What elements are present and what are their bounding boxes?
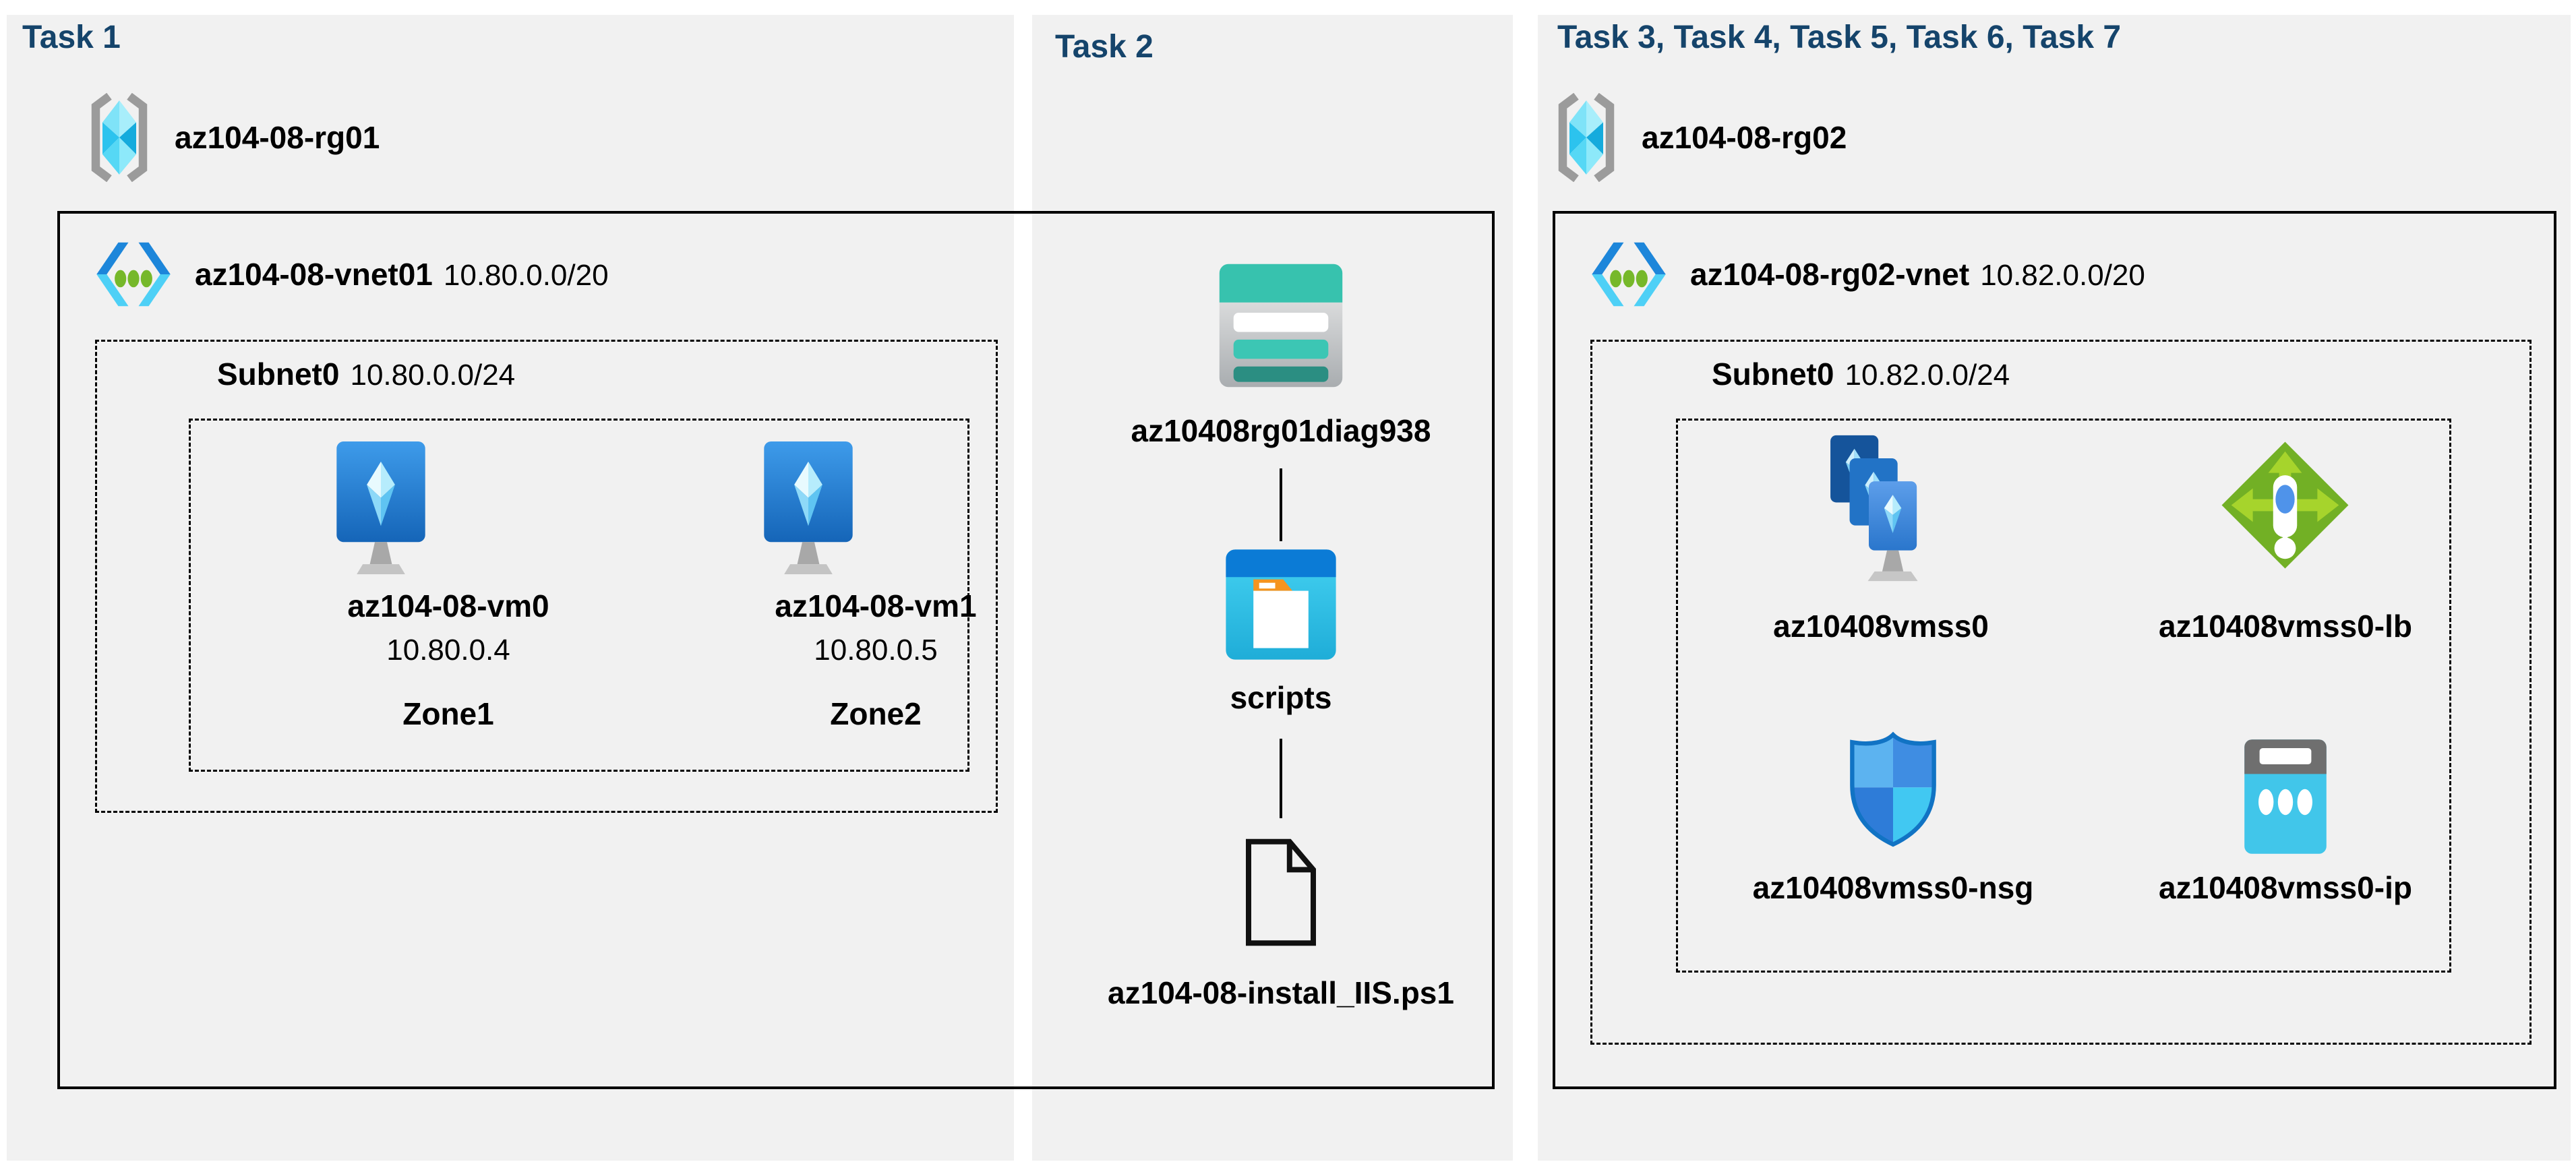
- script-file-name: az104-08-install_IIS.ps1: [1108, 975, 1454, 1010]
- nsg-name: az10408vmss0-nsg: [1752, 870, 2034, 905]
- subnet0-box-vnet02: [1590, 340, 2532, 1045]
- storage-account-name: az10408rg01diag938: [1131, 413, 1431, 448]
- container-name: scripts: [1230, 680, 1332, 715]
- storage-account-icon: [1217, 262, 1345, 390]
- panel-task3: [1538, 15, 2571, 1161]
- resource-group-icon: [1553, 92, 1620, 183]
- resource-group-icon: [86, 92, 153, 183]
- vm-zone: Zone2: [830, 696, 922, 731]
- panel-task1: [7, 15, 1014, 1161]
- resource-group-rg01: az104-08-rg01: [86, 90, 380, 185]
- vnet-cidr: 10.82.0.0/20: [1980, 259, 2145, 292]
- vnet01-boundary-box: [57, 211, 1495, 1089]
- vm-ip: 10.80.0.4: [386, 634, 510, 667]
- virtual-network-icon: [94, 238, 173, 311]
- connector-line: [1280, 739, 1282, 818]
- resource-group-name: az104-08-rg02: [1642, 120, 1847, 155]
- task1-title: Task 1: [22, 20, 121, 55]
- task2-title: Task 2: [1055, 29, 1154, 65]
- virtual-machine-icon: [758, 439, 859, 582]
- load-balancer-name: az10408vmss0-lb: [2159, 609, 2412, 644]
- connector-line: [1280, 468, 1282, 541]
- vm-zone: Zone1: [402, 696, 494, 731]
- vm-zone-box: [189, 419, 969, 772]
- network-security-group-icon: [1843, 729, 1944, 850]
- blob-container-icon: [1224, 547, 1338, 662]
- script-file-icon: [1243, 828, 1319, 957]
- public-ip-icon: [2242, 737, 2329, 856]
- virtual-machine-icon: [330, 439, 431, 582]
- subnet0-box-vnet01: [95, 340, 998, 813]
- load-balancer-icon: [2219, 439, 2351, 571]
- resource-group-rg02: az104-08-rg02: [1553, 90, 1847, 185]
- vnet02-boundary-box: [1553, 211, 2556, 1089]
- vmss-resources-box: [1676, 419, 2451, 973]
- vm-name: az104-08-vm0: [347, 588, 549, 623]
- vm-scale-set-icon: [1819, 431, 1944, 585]
- vmss-name: az10408vmss0: [1773, 609, 1989, 644]
- vnet-cidr: 10.80.0.0/20: [443, 259, 609, 292]
- resource-group-name: az104-08-rg01: [175, 120, 380, 155]
- public-ip-name: az10408vmss0-ip: [2159, 870, 2412, 905]
- task3-title: Task 3, Task 4, Task 5, Task 6, Task 7: [1557, 20, 2122, 55]
- vm-name: az104-08-vm1: [775, 588, 977, 623]
- virtual-network-icon: [1589, 238, 1669, 311]
- vm-ip: 10.80.0.5: [814, 634, 938, 667]
